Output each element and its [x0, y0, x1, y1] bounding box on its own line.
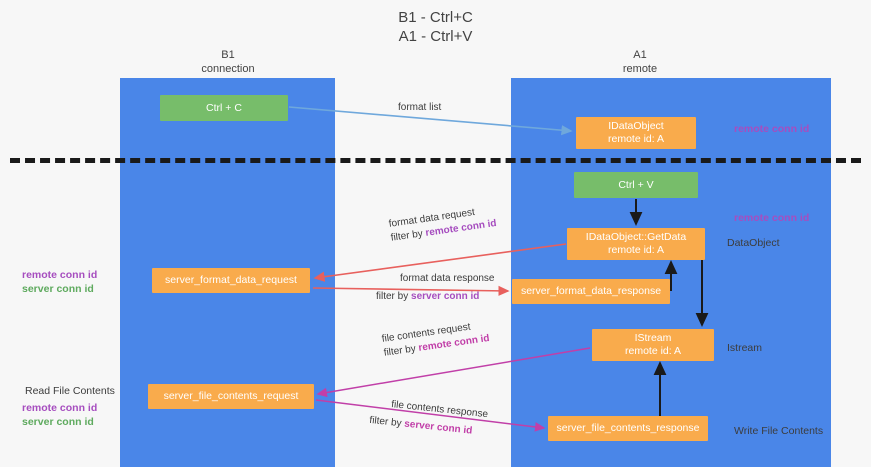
edge-label-format-data-response: format data response filter by server co… [376, 272, 495, 304]
node-idataobject-getdata[interactable]: IDataObject::GetData remote id: A [567, 228, 705, 260]
edge-label-format-list: format list [398, 102, 442, 113]
node-get-idataobject-subtitle: remote id: A [607, 133, 665, 145]
node-server-file-contents-response[interactable]: server_file_contents_response [548, 416, 708, 441]
annotation-remote-conn-id: remote conn id [22, 269, 98, 281]
annotation-right-write-file-contents: Write File Contents [734, 424, 823, 438]
lane-header-a1: A1 remote [622, 49, 658, 75]
annotation-right-remote-conn-id-mid: remote conn id [734, 211, 809, 225]
node-istream[interactable]: IStream remote id: A [592, 329, 714, 361]
node-server-file-contents-request-label: server_file_contents_request [163, 390, 299, 402]
node-istream-title: IStream [634, 332, 672, 344]
lane-header-b1: B1 connection [201, 49, 255, 75]
annotation-text: remote conn id [734, 123, 810, 135]
node-get-idataobject[interactable]: IDataObject remote id: A [576, 117, 696, 149]
annotation-left-conn-ids: remote conn id server conn id [22, 268, 97, 296]
filter-prefix: filter by [390, 227, 427, 244]
node-ctrl-v[interactable]: Ctrl + V [574, 172, 698, 198]
edge-label-file-contents-response: file contents response filter by server … [369, 396, 489, 440]
edge-label-format-data-response-line2: filter by server conn id [376, 290, 495, 304]
node-server-file-contents-request[interactable]: server_file_contents_request [148, 384, 314, 409]
node-ctrl-v-label: Ctrl + V [618, 178, 654, 191]
node-ctrl-c[interactable]: Ctrl + C [160, 95, 288, 121]
annotation-text: Read File Contents [25, 385, 115, 397]
node-istream-subtitle: remote id: A [624, 345, 682, 357]
annotation-text: DataObject [727, 237, 780, 249]
node-idataobject-getdata-title: IDataObject::GetData [585, 231, 687, 243]
annotation-left-conn-ids-2: remote conn id server conn id [22, 401, 97, 429]
filter-key-server-conn-id: server conn id [403, 418, 473, 437]
phase-separator-divider [10, 158, 861, 163]
node-server-format-data-response[interactable]: server_format_data_response [512, 279, 670, 304]
annotation-right-istream: Istream [727, 341, 762, 355]
annotation-server-conn-id: server conn id [22, 416, 94, 428]
edge-label-file-contents-request: file contents request filter by remote c… [381, 318, 491, 361]
node-server-file-contents-response-label: server_file_contents_response [556, 422, 700, 434]
edge-label-format-data-request: format data request filter by remote con… [388, 203, 498, 246]
node-server-format-data-request-label: server_format_data_request [165, 274, 297, 286]
filter-key-server-conn-id: server conn id [411, 291, 480, 302]
annotation-remote-conn-id: remote conn id [22, 402, 98, 414]
node-get-idataobject-title: IDataObject [608, 120, 664, 132]
node-server-format-data-response-label: server_format_data_response [520, 285, 662, 297]
filter-prefix: filter by [368, 414, 405, 430]
annotation-text: remote conn id [734, 212, 810, 224]
annotation-right-dataobject: DataObject [727, 236, 780, 250]
node-idataobject-getdata-subtitle: remote id: A [607, 244, 665, 256]
annotation-text: Write File Contents [734, 425, 824, 437]
annotation-server-conn-id: server conn id [22, 283, 94, 295]
annotation-right-remote-conn-id-top: remote conn id [734, 122, 809, 136]
annotation-left-read-file-contents: Read File Contents [25, 384, 115, 398]
node-server-format-data-request[interactable]: server_format_data_request [152, 268, 310, 293]
edge-label-format-data-response-line1: format data response [400, 273, 495, 284]
annotation-text: Istream [727, 342, 763, 354]
filter-prefix: filter by [376, 291, 412, 302]
filter-prefix: filter by [383, 342, 420, 359]
page-title: B1 - Ctrl+C A1 - Ctrl+V [398, 9, 473, 45]
node-ctrl-c-label: Ctrl + C [206, 101, 242, 114]
